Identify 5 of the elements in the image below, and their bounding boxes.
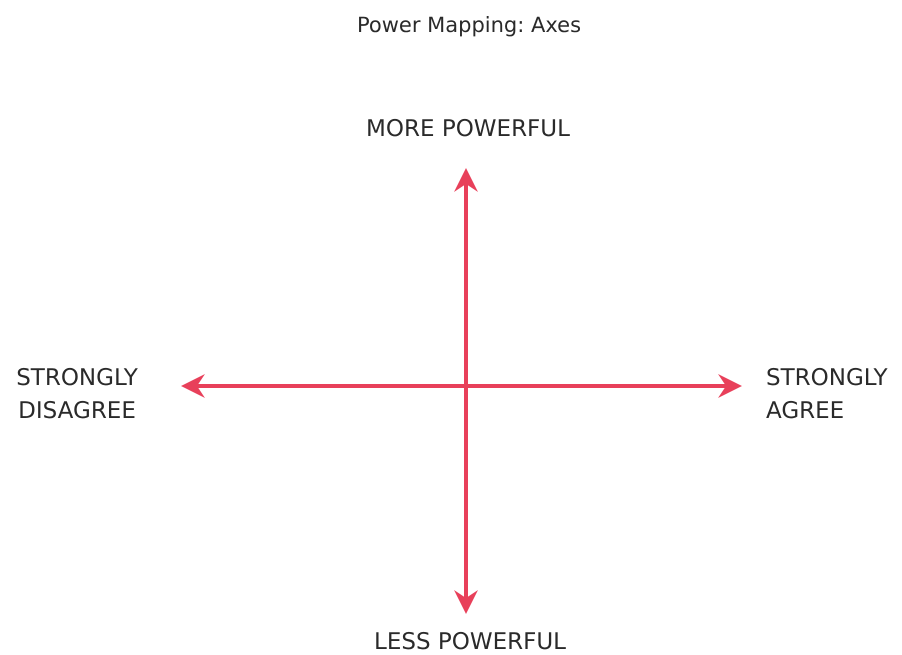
axis-label: STRONGLY AGREE [766,364,889,426]
axis-label: STRONGLY DISAGREE [15,364,139,426]
axis-label: MORE POWERFUL [366,115,570,144]
axis-label: LESS POWERFUL [374,628,566,655]
diagram-title: Power Mapping: Axes [356,12,582,39]
